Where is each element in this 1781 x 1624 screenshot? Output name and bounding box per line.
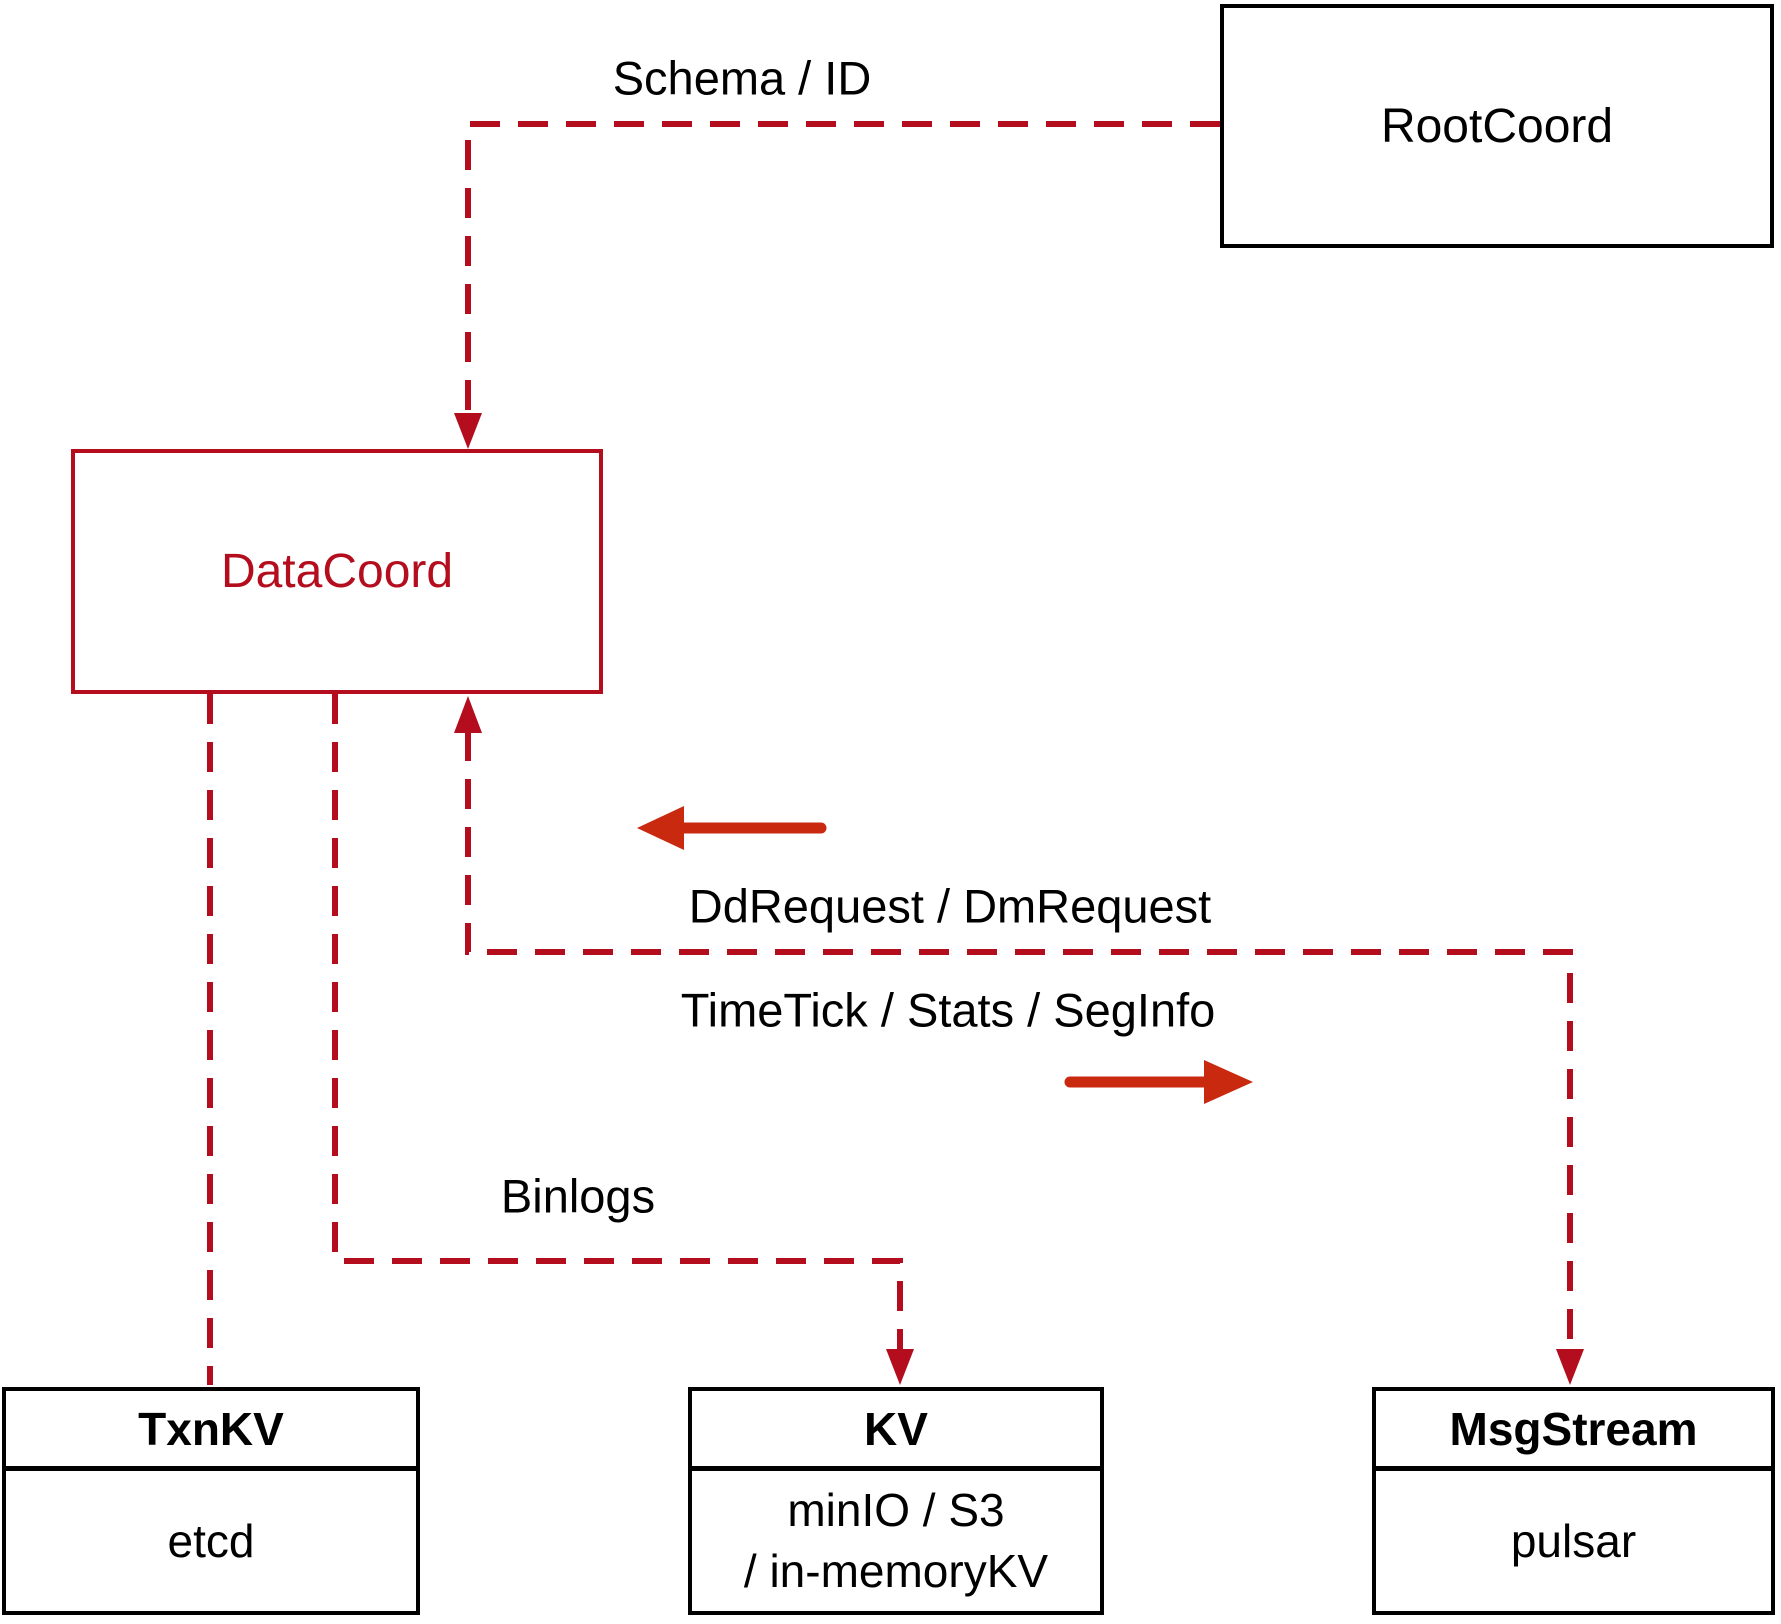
node-datacoord-title: DataCoord xyxy=(220,545,454,598)
edge-label-schema-id: Schema / ID xyxy=(612,51,872,105)
edge-label-binlogs: Binlogs xyxy=(500,1169,656,1223)
timetick-arrowhead-down-icon xyxy=(1556,1349,1584,1385)
node-datacoord: DataCoord xyxy=(71,449,603,694)
schema-id-connector xyxy=(465,121,1220,413)
node-msgstream-body: pulsar xyxy=(1376,1471,1771,1611)
node-kv-title: KV xyxy=(692,1391,1100,1471)
node-msgstream-body-text: pulsar xyxy=(1510,1514,1637,1567)
edge-label-dd-request: DdRequest / DmRequest xyxy=(688,879,1212,933)
node-rootcoord: RootCoord xyxy=(1220,4,1774,248)
node-kv-body-line2: / in-memoryKV xyxy=(743,1545,1049,1597)
schema-id-arrowhead-down-icon xyxy=(454,413,482,449)
node-txnkv-body-text: etcd xyxy=(167,1514,255,1567)
edge-label-time-tick: TimeTick / Stats / SegInfo xyxy=(680,983,1216,1037)
node-msgstream: MsgStream pulsar xyxy=(1372,1387,1775,1615)
binlogs-connector xyxy=(332,694,903,1349)
left-direction-arrow-icon xyxy=(637,806,684,850)
node-txnkv: TxnKV etcd xyxy=(2,1387,420,1615)
right-direction-arrow-icon xyxy=(1204,1060,1253,1104)
node-txnkv-body: etcd xyxy=(6,1471,416,1611)
binlogs-arrowhead-down-icon xyxy=(886,1349,914,1385)
node-kv-body-line1: minIO / S3 xyxy=(787,1484,1005,1537)
ddrequest-arrowhead-up-icon xyxy=(454,696,482,733)
node-kv: KV minIO / S3 / in-memoryKV xyxy=(688,1387,1104,1615)
datacoord-msgstream-connector xyxy=(465,731,1573,1349)
node-kv-body: minIO / S3 / in-memoryKV xyxy=(692,1471,1100,1611)
node-txnkv-title: TxnKV xyxy=(6,1391,416,1471)
node-rootcoord-title: RootCoord xyxy=(1380,99,1614,153)
node-msgstream-title: MsgStream xyxy=(1376,1391,1771,1471)
